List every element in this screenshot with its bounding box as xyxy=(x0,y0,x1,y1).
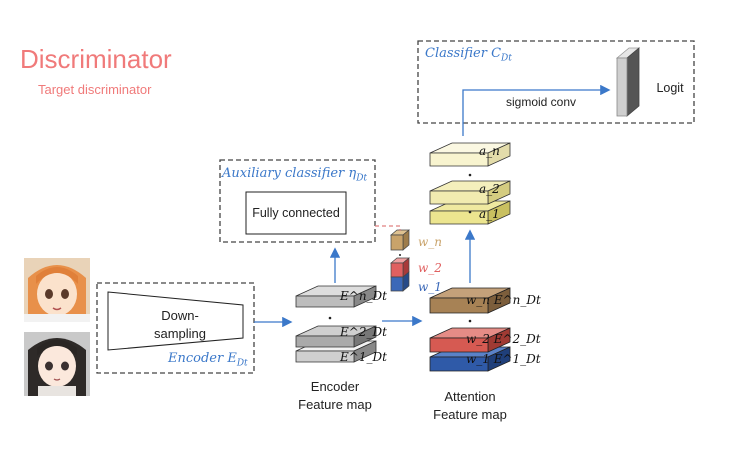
activation-stack xyxy=(429,142,511,225)
classifier-box xyxy=(417,40,695,124)
input-image-orange-hair xyxy=(24,258,90,327)
downsampling-label-line1: Down- xyxy=(161,308,199,323)
page-title: Discriminator xyxy=(20,44,172,74)
encoder-layer-1-label: E^1_Dt xyxy=(340,350,387,364)
activation-layer-2 xyxy=(429,180,511,205)
weight-cube-n xyxy=(390,229,410,251)
downsampling-label-line2: sampling xyxy=(153,326,207,341)
attention-layer-2-label: w_2 E^2_Dt xyxy=(466,332,541,346)
activation-2-label: a_2 xyxy=(479,182,500,196)
fully-connected-label: Fully connected xyxy=(252,206,340,220)
attention-feature-map-stack xyxy=(429,287,511,372)
weight-1-label: w_1 xyxy=(418,280,442,294)
encoder-label: Encoder EDt xyxy=(168,351,248,369)
input-image-dark-hair xyxy=(24,332,90,401)
attention-caption-line1: Attention xyxy=(444,389,496,404)
encoder-box xyxy=(96,282,255,374)
page-subtitle: Target discriminator xyxy=(38,82,152,97)
attention-layer-n xyxy=(429,287,511,314)
encoder-caption-line2: Feature map xyxy=(298,397,372,412)
downsampling-trapezoid xyxy=(107,291,244,351)
attention-caption-line2: Feature map xyxy=(433,407,507,422)
activation-n-label: a_n xyxy=(479,144,500,158)
encoder-layer-2 xyxy=(295,325,377,348)
weight-cube-1 xyxy=(390,271,410,292)
sigmoid-conv-label: sigmoid conv xyxy=(505,95,577,109)
attention-layer-n-label: w_n E^n_Dt xyxy=(466,293,541,307)
weight-n-label: w_n xyxy=(418,235,442,249)
encoder-caption-line1: Encoder xyxy=(310,379,360,394)
attention-layer-1-label: w_1 E^1_Dt xyxy=(466,352,541,366)
attention-layer-2 xyxy=(429,327,511,353)
encoder-layer-n-label: E^n_Dt xyxy=(340,289,387,303)
logit-label: Logit xyxy=(656,81,684,95)
fully-connected-box xyxy=(245,191,347,235)
auxiliary-classifier-box xyxy=(219,159,376,243)
classifier-label: Classifier CDt xyxy=(425,46,512,64)
aux-to-weights-connector xyxy=(375,225,401,231)
weight-cube-2 xyxy=(390,257,410,278)
weight-2-label: w_2 xyxy=(418,261,442,275)
activation-layer-n xyxy=(429,142,511,167)
encoder-layer-2-label: E^2_Dt xyxy=(340,325,387,339)
logit-block xyxy=(615,47,641,117)
encoder-feature-map-stack xyxy=(295,285,377,363)
auxiliary-label: Auxiliary classifier ηDt xyxy=(222,166,368,184)
encoder-layer-n xyxy=(295,285,377,308)
activation-1-label: a_1 xyxy=(479,207,500,221)
arrow-activation-to-logit xyxy=(462,84,611,136)
